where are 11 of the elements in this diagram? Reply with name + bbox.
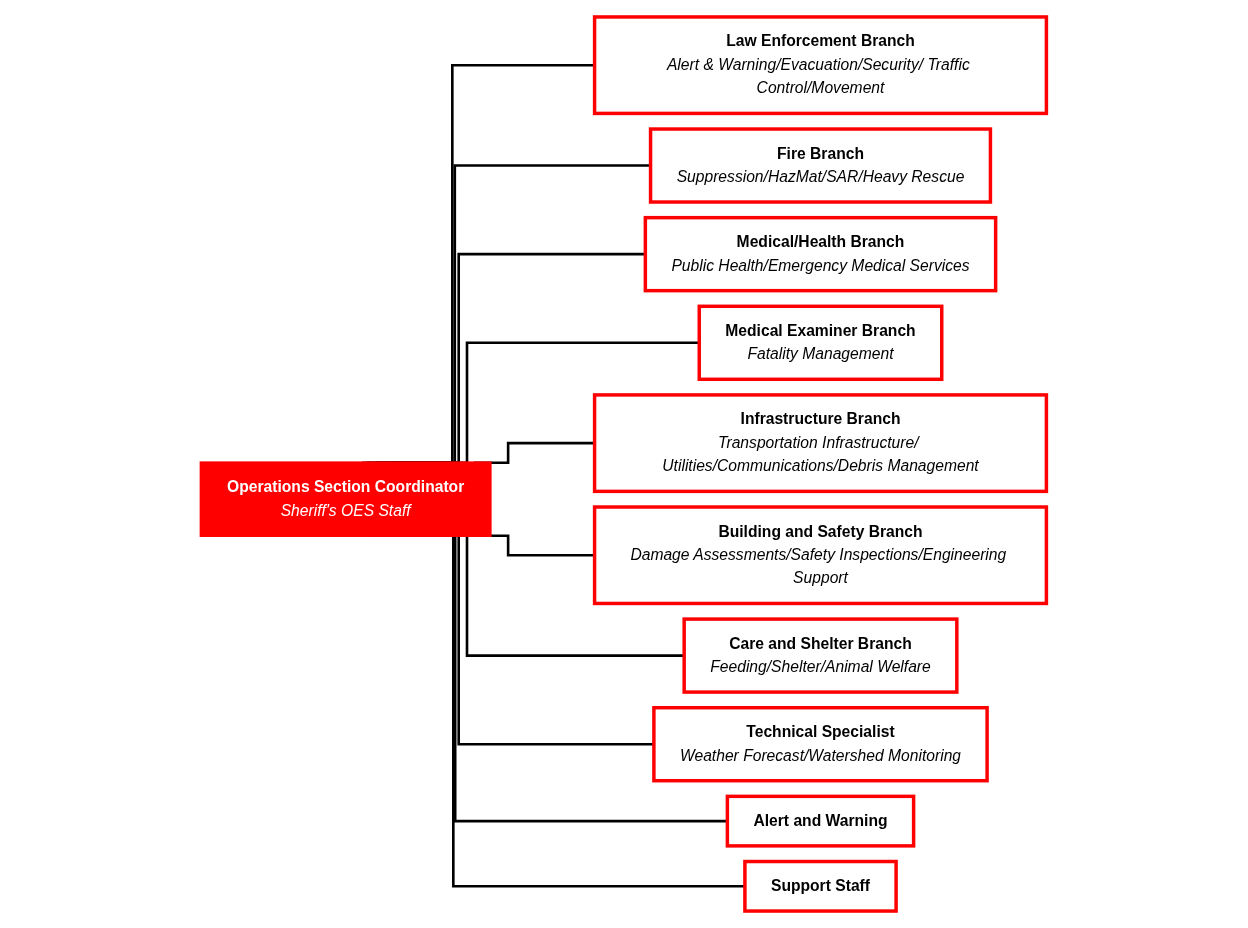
- node-box: Law Enforcement Branch Alert & Warning/Evacuation/Security/ Traffic Control/Movement: [593, 15, 1049, 116]
- node-box: Medical Examiner Branch Fatality Management: [697, 304, 944, 381]
- node-box: Operations Section Coordinator Sheriff's OES Staff: [199, 461, 492, 537]
- node-box: Support Staff: [743, 859, 899, 913]
- node-box: Medical/Health Branch Public Health/Emergency Medical Services: [643, 215, 998, 293]
- node-box: Fire Branch Suppression/HazMat/SAR/Heavy Rescue: [649, 127, 993, 204]
- node-box: Care and Shelter Branch Feeding/Shelter/Animal Welfare: [682, 617, 959, 694]
- node-box: Alert and Warning: [725, 794, 916, 848]
- node-box: Infrastructure Branch Transportation Infrastructure/ Utilities/Communications/Debris Management: [593, 393, 1049, 494]
- node-box: Technical Specialist Weather Forecast/Watershed Monitoring: [652, 706, 990, 783]
- node-box: Building and Safety Branch Damage Assessments/Safety Inspections/Engineering Support: [593, 505, 1049, 606]
